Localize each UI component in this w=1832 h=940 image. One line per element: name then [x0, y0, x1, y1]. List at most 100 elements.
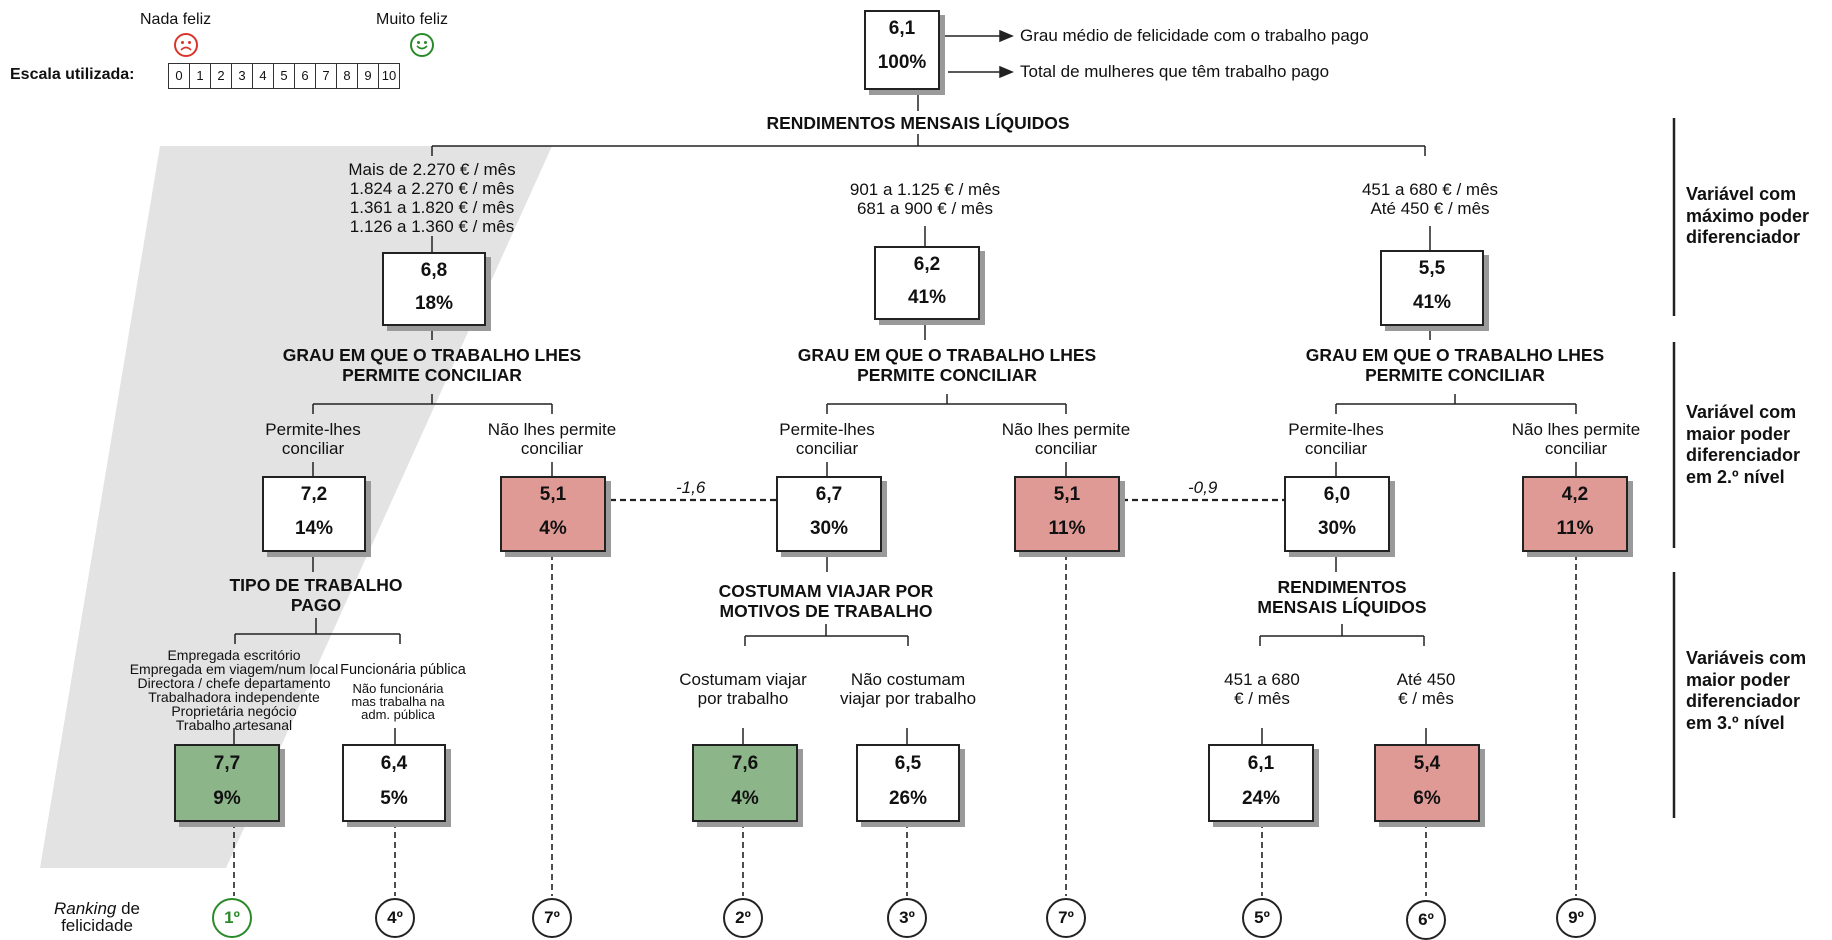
- sad-face-icon: [174, 33, 198, 57]
- scale-cell: 0: [168, 63, 190, 89]
- level3-box-2: 6,4 5%: [342, 744, 446, 822]
- level2-yes-label: Permite-lhes conciliar: [265, 420, 361, 459]
- level2-box-2: 5,1 4%: [500, 476, 606, 552]
- level2-box-3: 6,7 30%: [776, 476, 882, 552]
- box-pct: 11%: [1048, 518, 1086, 539]
- level3-title-1: TIPO DE TRABALHO PAGO: [229, 575, 403, 615]
- level2-box-4: 5,1 11%: [1014, 476, 1120, 552]
- scale-cell: 3: [232, 63, 253, 89]
- box-value: 6,1: [1247, 753, 1275, 774]
- box-pct: 18%: [414, 293, 454, 314]
- level3-leaf-5-label: 451 a 680 € / mês: [1224, 670, 1300, 709]
- level2-title-2: GRAU EM QUE O TRABALHO LHES PERMITE CONC…: [797, 345, 1097, 385]
- level3-box-5: 6,1 24%: [1208, 744, 1314, 822]
- rank-badge-2: 4º: [375, 898, 415, 938]
- box-pct: 4%: [539, 518, 567, 539]
- level2-title-1: GRAU EM QUE O TRABALHO LHES PERMITE CONC…: [282, 345, 582, 385]
- level3-leaf-2-label: Não funcionária mas trabalha na adm. púb…: [351, 681, 445, 722]
- level3-box-6: 5,4 6%: [1374, 744, 1480, 822]
- level3-title-2: COSTUMAM VIAJAR POR MOTIVOS DE TRABALHO: [718, 581, 934, 621]
- level2-title-3: GRAU EM QUE O TRABALHO LHES PERMITE CONC…: [1305, 345, 1605, 385]
- root-box: 6,1 100%: [864, 10, 940, 90]
- side-label-level3: Variáveis com maior poder diferenciador …: [1686, 648, 1807, 733]
- box-pct: 14%: [294, 518, 334, 539]
- scale-cell: 1: [190, 63, 211, 89]
- box-value: 5,1: [539, 484, 567, 505]
- legend-mean-label: Grau médio de felicidade com o trabalho …: [1020, 26, 1369, 45]
- level1-box-1: 6,8 18%: [382, 252, 486, 326]
- level1-box-2: 6,2 41%: [874, 246, 980, 320]
- box-value: 6,7: [815, 484, 843, 505]
- legend-total-label: Total de mulheres que têm trabalho pago: [1020, 62, 1330, 81]
- box-pct: 9%: [213, 788, 241, 809]
- box-value: 6,4: [380, 753, 408, 774]
- level2-box-6: 4,2 11%: [1522, 476, 1628, 552]
- rank-badge-1: 1º: [212, 898, 252, 938]
- box-value: 4,2: [1561, 484, 1589, 505]
- level3-box-4: 6,5 26%: [856, 744, 960, 822]
- box-value: 7,2: [300, 484, 328, 505]
- level1-group-1-label: Mais de 2.270 € / mês 1.824 a 2.270 € / …: [348, 160, 516, 237]
- rank-badge-6: 7º: [1046, 898, 1086, 938]
- side-label-level1: Variável com máximo poder diferenciador: [1686, 184, 1810, 248]
- level3-box-1: 7,7 9%: [174, 744, 280, 822]
- box-value: 5,4: [1413, 753, 1441, 774]
- happy-face-icon: [410, 33, 434, 57]
- box-pct: 41%: [1412, 292, 1452, 313]
- box-value: 5,5: [1418, 258, 1446, 279]
- level2-box-1: 7,2 14%: [262, 476, 366, 552]
- level3-leaf-2-label-top: Funcionária pública: [340, 662, 466, 678]
- level3-leaf-1-label: Empregada escritório Empregada em viagem…: [129, 647, 339, 733]
- level1-group-3-label: 451 a 680 € / mês Até 450 € / mês: [1361, 180, 1499, 219]
- level2-no-label: Não lhes permite conciliar: [1001, 420, 1131, 459]
- scale-cell: 2: [211, 63, 232, 89]
- box-value: 5,1: [1053, 484, 1081, 505]
- diff-label-2: -0,9: [1188, 478, 1218, 497]
- level2-no-label: Não lhes permite conciliar: [1511, 420, 1641, 459]
- scale-cell: 5: [274, 63, 295, 89]
- side-label-level2: Variável com maior poder diferenciador e…: [1686, 402, 1801, 487]
- box-pct: 41%: [907, 287, 947, 308]
- scale-cell: 6: [295, 63, 316, 89]
- rank-badge-3: 7º: [532, 898, 572, 938]
- box-value: 7,7: [213, 753, 241, 774]
- rank-badge-4: 2º: [723, 898, 763, 938]
- rank-badge-5: 3º: [887, 898, 927, 938]
- box-value: 6,8: [420, 260, 448, 281]
- level1-title: RENDIMENTOS MENSAIS LÍQUIDOS: [766, 113, 1070, 133]
- level2-yes-label: Permite-lhes conciliar: [779, 420, 875, 459]
- box-value: 6,5: [894, 753, 922, 774]
- level2-no-label: Não lhes permite conciliar: [487, 420, 617, 459]
- scale-cell: 7: [316, 63, 337, 89]
- box-pct: 5%: [380, 788, 408, 809]
- scale-cell: 9: [358, 63, 379, 89]
- diff-label-1: -1,6: [676, 478, 706, 497]
- box-pct: 26%: [888, 788, 928, 809]
- ranking-label-em: Ranking: [53, 899, 117, 918]
- rank-badge-8: 6º: [1406, 900, 1446, 940]
- level3-title-3: RENDIMENTOS MENSAIS LÍQUIDOS: [1257, 577, 1427, 617]
- scale-low-label: Nada feliz: [140, 11, 212, 28]
- box-pct: 4%: [731, 788, 759, 809]
- box-pct: 24%: [1241, 788, 1281, 809]
- root-value: 6,1: [888, 18, 916, 39]
- box-pct: 30%: [809, 518, 849, 539]
- level2-box-5: 6,0 30%: [1284, 476, 1390, 552]
- box-value: 6,2: [913, 254, 941, 275]
- box-value: 6,0: [1323, 484, 1351, 505]
- level3-leaf-3-label: Costumam viajar por trabalho: [679, 670, 807, 709]
- ranking-label-rest: de felicidade: [61, 899, 140, 935]
- box-value: 7,6: [731, 753, 759, 774]
- scale-label: Escala utilizada:: [10, 66, 135, 83]
- level1-group-2-label: 901 a 1.125 € / mês 681 a 900 € / mês: [849, 180, 1001, 219]
- level1-box-3: 5,5 41%: [1380, 250, 1484, 326]
- level2-yes-label: Permite-lhes conciliar: [1288, 420, 1384, 459]
- box-pct: 6%: [1413, 788, 1441, 809]
- box-pct: 11%: [1556, 518, 1594, 539]
- box-pct: 30%: [1317, 518, 1357, 539]
- scale-cell: 4: [253, 63, 274, 89]
- rank-badge-7: 5º: [1242, 898, 1282, 938]
- level3-leaf-4-label: Não costumam viajar por trabalho: [839, 670, 977, 709]
